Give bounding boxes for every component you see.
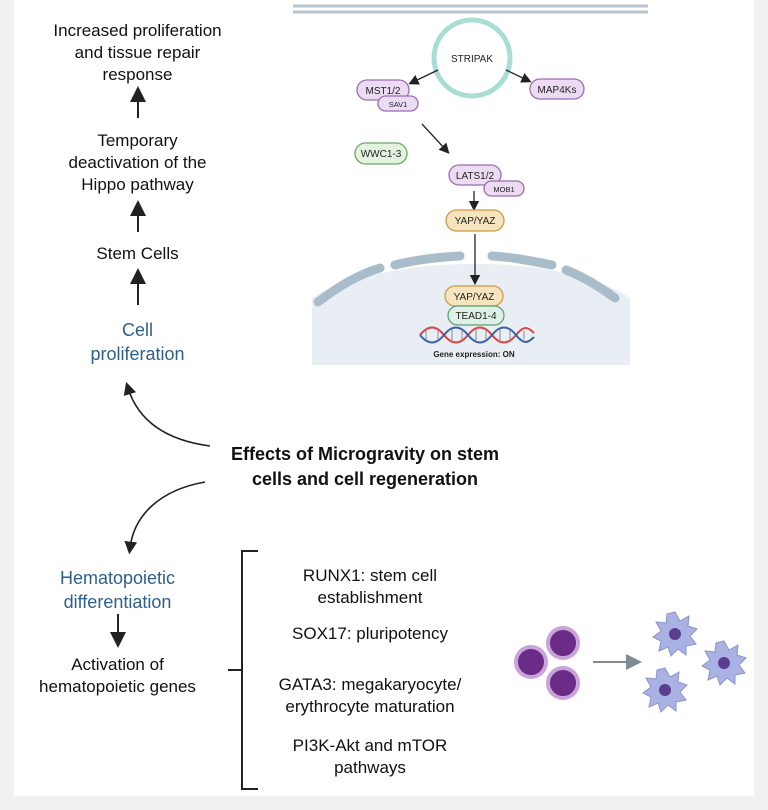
activation-genes-text: Activation of hematopoietic genes	[39, 655, 196, 696]
cells-illustration	[514, 611, 747, 713]
gene-bracket	[228, 550, 258, 790]
mob-box	[483, 180, 525, 197]
wwc-box	[354, 142, 408, 165]
dna-helix-icon	[419, 326, 535, 344]
tead-box	[447, 305, 505, 326]
tead-label: TEAD1-4	[455, 311, 497, 322]
map4k-box	[529, 78, 585, 100]
main-title: Effects of Microgravity on stem cells an…	[230, 444, 500, 489]
hippo-pathway-panel: STRIPAK MST1/2 SAV1 MAP4Ks WWC1-3 LATS1/…	[293, 4, 648, 365]
gata3-text: GATA3: megakaryocyte/ erythrocyte matura…	[278, 675, 462, 716]
arrow-stripak-mst	[408, 69, 439, 85]
stem-cell-2	[546, 626, 580, 660]
stem-cell-3	[546, 666, 580, 700]
bottom-margin	[0, 796, 768, 810]
nuclear-envelope-left	[313, 263, 385, 307]
cell-proliferation-text: Cell proliferation	[90, 320, 185, 364]
curved-arrow-up	[123, 381, 211, 447]
sav-box	[377, 95, 419, 112]
lats-label: LATS1/2	[456, 171, 495, 182]
arrow-mst-lats	[421, 123, 450, 154]
increased-proliferation-text: Increased proliferation and tissue repai…	[53, 21, 222, 84]
temporary-deactivation-text: Temporary deactivation of the Hippo path…	[68, 131, 207, 194]
sox17-text: SOX17: pluripotency	[292, 624, 448, 643]
nuclear-envelope-right	[561, 265, 620, 303]
yap-top-box	[445, 209, 505, 232]
curved-arrow-down	[124, 481, 206, 555]
gene-expression-label: Gene expression: ON	[433, 350, 515, 359]
yap-nuc-label: YAP/YAZ	[454, 292, 495, 303]
lats-box	[448, 164, 502, 186]
arrow-stripak-map4k	[505, 69, 532, 83]
wwc-label: WWC1-3	[361, 149, 402, 160]
runx1-text: RUNX1: stem cell establishment	[302, 566, 438, 607]
sav-label: SAV1	[389, 100, 408, 109]
mst-label: MST1/2	[365, 86, 400, 97]
nuclear-envelope-mid-right	[487, 251, 557, 270]
yap-top-label: YAP/YAZ	[455, 216, 496, 227]
megakaryocyte-cell-1	[652, 611, 698, 657]
megakaryocyte-cell-2	[701, 640, 747, 686]
map4k-label: MAP4Ks	[538, 85, 577, 96]
left-margin	[0, 0, 14, 810]
nuclear-envelope-mid-left	[390, 251, 465, 270]
hematopoietic-differentiation-text: Hematopoietic differentiation	[59, 568, 176, 612]
stripak-label: STRIPAK	[451, 54, 493, 65]
stripak-ring	[431, 17, 513, 99]
stem-cell-1	[514, 645, 548, 679]
megakaryocyte-cell-3	[642, 667, 688, 713]
stem-cells-text: Stem Cells	[96, 244, 179, 263]
mob-label: MOB1	[493, 185, 514, 194]
pi3k-text: PI3K-Akt and mTOR pathways	[292, 736, 448, 777]
right-margin	[754, 0, 768, 810]
